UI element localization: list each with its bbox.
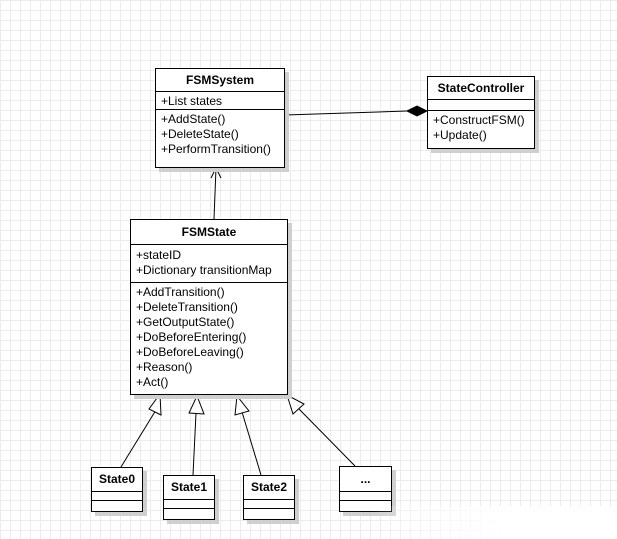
generalization-triangle-icon bbox=[148, 392, 162, 416]
ellipsis-class-name: ... bbox=[360, 472, 371, 486]
fsm-system-operation: +AddState() bbox=[161, 112, 226, 126]
state-controller-class[interactable]: StateController +ConstructFSM() +Update(… bbox=[427, 76, 535, 149]
fsm-state-class-name: FSMState bbox=[181, 225, 237, 239]
fsm-state-operation: +Act() bbox=[136, 375, 169, 389]
state0-class[interactable]: State0 bbox=[91, 467, 143, 512]
generalization-triangle-icon bbox=[234, 394, 250, 416]
generalization-line-state1 bbox=[192, 412, 197, 476]
state1-operations bbox=[164, 508, 214, 517]
state1-class-name: State1 bbox=[170, 480, 208, 494]
fsm-system-class[interactable]: FSMSystem +List states +AddState() +Dele… bbox=[155, 68, 285, 168]
fsm-system-operation: +PerformTransition() bbox=[161, 142, 271, 156]
ellipsis-attributes bbox=[340, 491, 391, 500]
state2-attributes bbox=[244, 499, 294, 508]
fsm-state-operation: +AddTransition() bbox=[136, 285, 225, 299]
fsm-state-operation: +DeleteTransition() bbox=[136, 300, 238, 314]
fsm-system-operations: +AddState() +DeleteState() +PerformTrans… bbox=[156, 109, 284, 158]
fsm-state-attributes: +stateID +Dictionary transitionMap bbox=[131, 244, 287, 282]
generalization-line-state2 bbox=[241, 411, 262, 476]
fsm-state-operation: +DoBeforeLeaving() bbox=[136, 345, 244, 359]
state1-attributes bbox=[164, 499, 214, 508]
state-controller-operation: +Update() bbox=[433, 128, 487, 142]
state0-attributes bbox=[92, 491, 142, 500]
open-arrowhead-icon bbox=[210, 166, 222, 179]
state2-operations bbox=[244, 508, 294, 517]
state-controller-operations: +ConstructFSM() +Update() bbox=[428, 110, 534, 144]
fsm-state-operation: +Reason() bbox=[136, 360, 193, 374]
ellipsis-class[interactable]: ... bbox=[339, 466, 392, 512]
state2-class-name: State2 bbox=[250, 480, 288, 494]
watermark-fade bbox=[370, 506, 617, 539]
generalization-triangle-icon bbox=[286, 393, 305, 415]
fsm-system-operation: +DeleteState() bbox=[161, 127, 239, 141]
fsm-system-attribute: +List states bbox=[161, 94, 223, 108]
fsm-state-operations: +AddTransition() +DeleteTransition() +Ge… bbox=[131, 282, 287, 391]
association-line bbox=[213, 167, 217, 220]
generalization-line-ellipsis bbox=[298, 408, 356, 467]
state0-operations bbox=[92, 500, 142, 509]
fsm-system-class-name: FSMSystem bbox=[185, 73, 255, 87]
state-controller-operation: +ConstructFSM() bbox=[433, 113, 525, 127]
composition-diamond-icon bbox=[405, 105, 429, 117]
fsm-state-class[interactable]: FSMState +stateID +Dictionary transition… bbox=[130, 219, 288, 395]
fsm-system-attributes: +List states bbox=[156, 91, 284, 109]
state0-class-name: State0 bbox=[98, 472, 136, 486]
fsm-state-attribute: +Dictionary transitionMap bbox=[136, 263, 272, 277]
ellipsis-operations bbox=[340, 500, 391, 509]
fsm-state-operation: +GetOutputState() bbox=[136, 315, 235, 329]
generalization-triangle-icon bbox=[188, 394, 205, 415]
fsm-state-attribute: +stateID bbox=[136, 248, 182, 262]
state1-class[interactable]: State1 bbox=[163, 475, 215, 520]
state-controller-attributes bbox=[428, 99, 534, 110]
composition-line bbox=[284, 110, 408, 116]
state-controller-class-name: StateController bbox=[437, 81, 525, 95]
fsm-state-operation: +DoBeforeEntering() bbox=[136, 330, 247, 344]
state2-class[interactable]: State2 bbox=[243, 475, 295, 520]
generalization-line-state0 bbox=[120, 409, 157, 468]
